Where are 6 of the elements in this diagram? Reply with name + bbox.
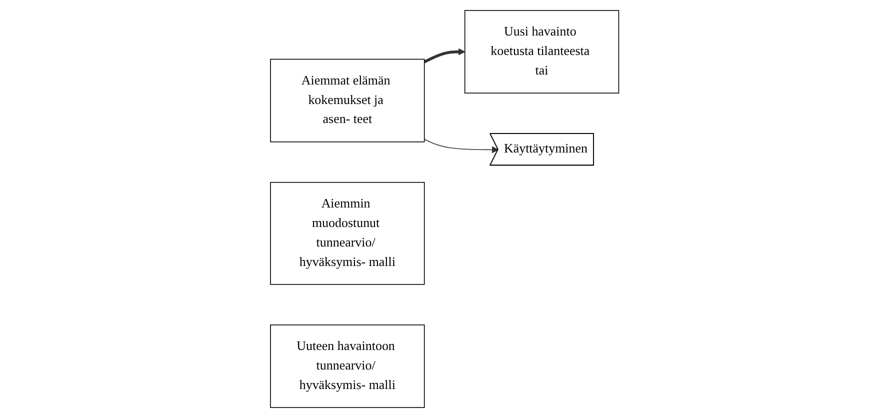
arrow (424, 48, 466, 63)
node-box: Aiemmin muodostunut tunnearvio/ hyväksymis- malli (270, 181, 426, 284)
node-box: Uusi havainto koetusta tilanteesta tai (464, 10, 620, 93)
arrow (424, 138, 500, 153)
node-box: Aiemmat elämän kokemukset ja asen- teet (270, 58, 426, 142)
node-box: Uuteen havaintoon tunnearvio/ hyväksymis- malli (270, 324, 426, 408)
